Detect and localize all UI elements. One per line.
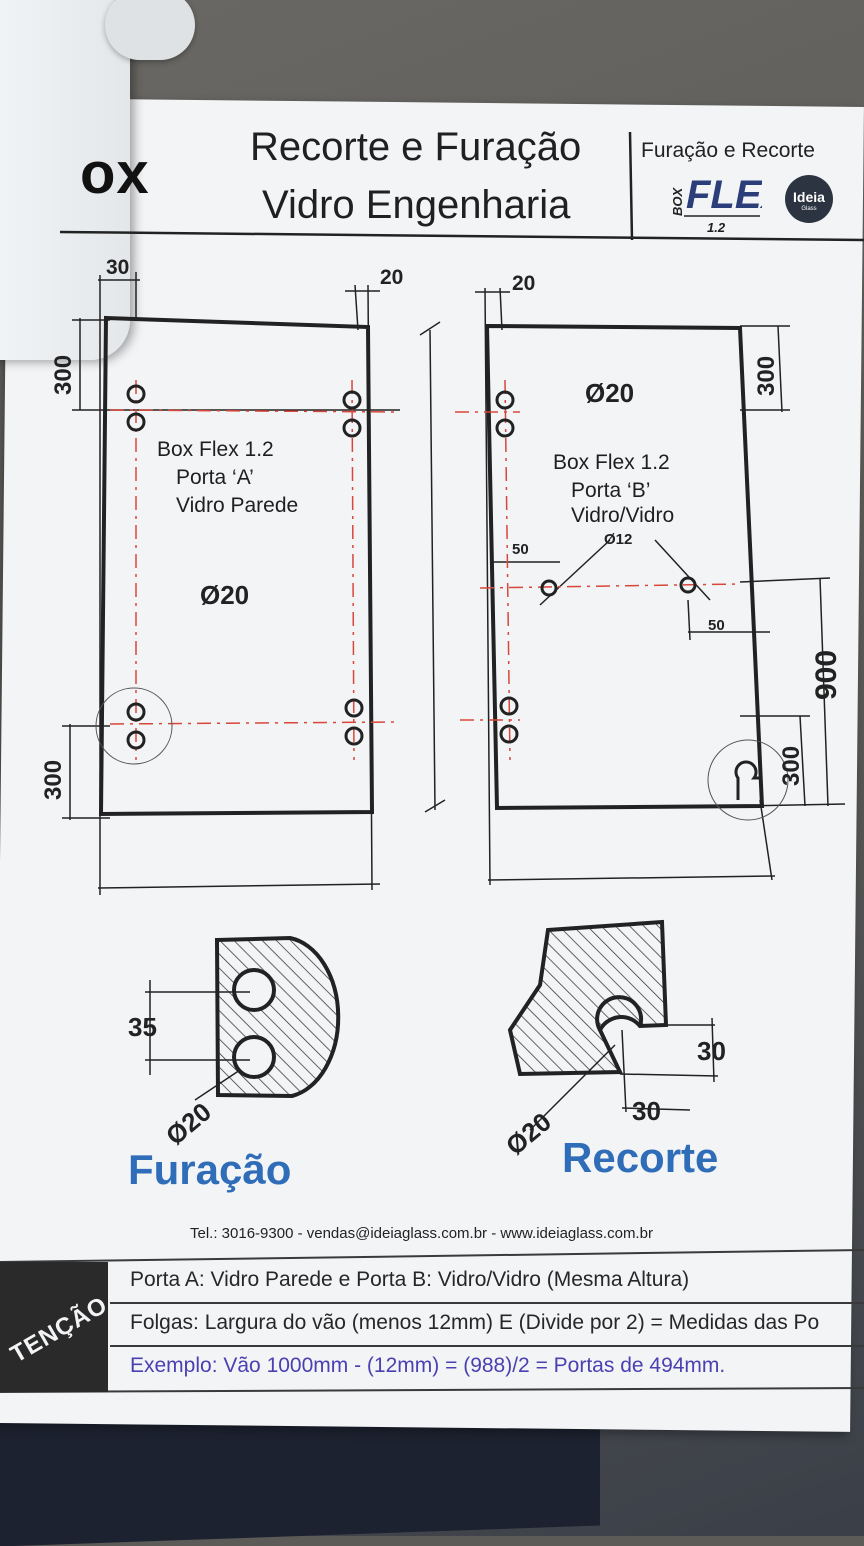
- note-1: Porta A: Vidro Parede e Porta B: Vidro/V…: [130, 1268, 690, 1291]
- contact-line: Tel.: 3016-9300 - vendas@ideiaglass.com.…: [190, 1225, 653, 1242]
- logo-version: 1.2: [707, 220, 726, 235]
- title-line-1: Recorte e Furação: [250, 125, 582, 169]
- product-label: Furação e Recorte: [641, 139, 815, 162]
- boxflex-logo: BOX FLEX: [672, 173, 762, 217]
- porta-a-dim-30: 30: [106, 256, 130, 279]
- note-row-1: Porta A: Vidro Parede e Porta B: Vidro/V…: [110, 1262, 864, 1304]
- note-2: Folgas: Largura do vão (menos 12mm) E (D…: [130, 1311, 820, 1334]
- porta-b-label-2: Porta ‘B’: [571, 479, 651, 502]
- logo-flex-text: FLEX: [686, 173, 762, 217]
- logo-glass-text: Glass: [801, 206, 817, 212]
- page-curl: [0, 0, 130, 360]
- recorte-dim-vertical: 30: [632, 1096, 661, 1126]
- porta-a-dim-300-top: 300: [50, 354, 77, 395]
- porta-b-dim-900: 900: [810, 649, 843, 700]
- porta-a-label-2: Porta ‘A’: [176, 466, 254, 489]
- furacao-title: Furação: [128, 1146, 292, 1193]
- binder-clip: [105, 0, 195, 60]
- title-line-2: Vidro Engenharia: [262, 183, 571, 227]
- porta-a-label-1: Box Flex 1.2: [157, 438, 274, 461]
- attention-band: [0, 1262, 108, 1392]
- recorte-dim-horizontal: 30: [697, 1036, 726, 1066]
- porta-b-handle-offset-right: 50: [708, 617, 725, 634]
- porta-b-label-1: Box Flex 1.2: [553, 451, 670, 474]
- note-row-2: Folgas: Largura do vão (menos 12mm) E (D…: [110, 1305, 864, 1347]
- porta-a-dim-20: 20: [380, 266, 404, 289]
- porta-b-dim-20: 20: [512, 272, 536, 295]
- logo-box-text: BOX: [672, 187, 685, 217]
- ideia-glass-logo: Ideia Glass: [785, 175, 833, 223]
- logo-ideia-text: Ideia: [793, 189, 825, 205]
- porta-a-dim-300-bottom: 300: [40, 759, 67, 800]
- porta-b-handle-offset-left: 50: [512, 541, 529, 558]
- porta-b-label-3: Vidro/Vidro: [571, 504, 675, 527]
- porta-b-dim-300-bottom: 300: [778, 745, 805, 786]
- note-row-3: Exemplo: Vão 1000mm - (12mm) = (988)/2 =…: [110, 1348, 864, 1388]
- porta-b-hole-diameter: Ø20: [585, 378, 635, 408]
- porta-b-dim-300-top: 300: [753, 355, 780, 396]
- note-3: Exemplo: Vão 1000mm - (12mm) = (988)/2 =…: [130, 1354, 726, 1377]
- brand-fragment: ox: [80, 141, 150, 206]
- furacao-spacing: 35: [128, 1012, 157, 1042]
- porta-b-handle-diameter: Ø12: [604, 531, 633, 548]
- porta-a-label-3: Vidro Parede: [176, 494, 299, 517]
- porta-a-hole-diameter: Ø20: [200, 580, 250, 610]
- recorte-title: Recorte: [562, 1134, 719, 1181]
